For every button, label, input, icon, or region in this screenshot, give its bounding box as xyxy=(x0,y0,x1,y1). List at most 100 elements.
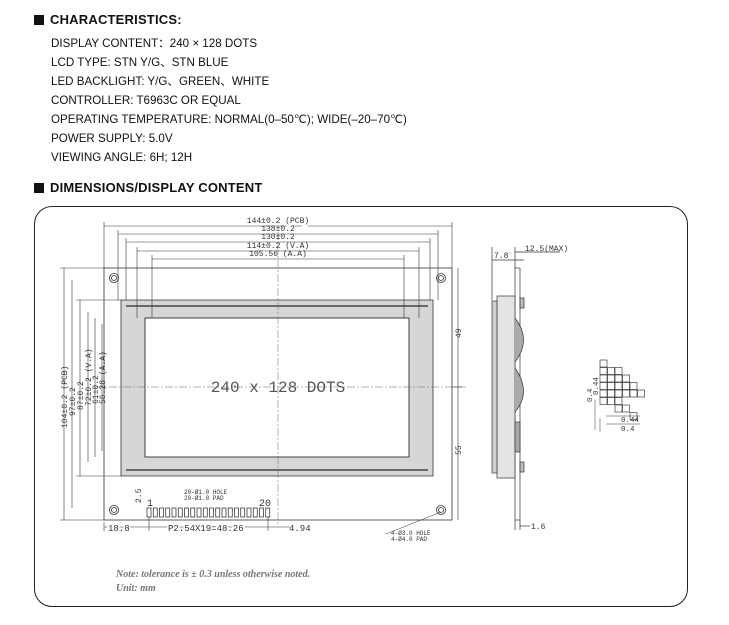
connector-pin xyxy=(165,507,171,518)
connector-pin xyxy=(190,507,196,518)
connector-pin xyxy=(221,507,227,518)
spec-operating-temperature: OPERATING TEMPERATURE: NORMAL(0–50℃); WI… xyxy=(51,113,407,126)
spec-led-backlight: LED BACKLIGHT: Y/G、GREEN、WHITE xyxy=(51,75,270,88)
dim-12-5-max: 12.5(MAX) xyxy=(525,245,568,254)
connector-pin xyxy=(259,507,264,518)
dim-61: 61±0.2 xyxy=(92,375,101,404)
pixel-dot xyxy=(614,397,623,405)
characteristics-title: CHARACTERISTICS: xyxy=(50,12,182,27)
characteristics-list: DISPLAY CONTENT：240 × 128 DOTS LCD TYPE:… xyxy=(51,34,407,167)
pixel-dot xyxy=(599,382,608,390)
spec-controller: CONTROLLER: T6963C OR EQUAL xyxy=(51,94,241,107)
pin-hole-note-2: 20-Ø1.8 PAD xyxy=(184,495,224,502)
spec-lcd-type: LCD TYPE: STN Y/G、STN BLUE xyxy=(51,56,229,69)
pixel-dot xyxy=(614,382,623,390)
spec-viewing-angle: VIEWING ANGLE: 6H; 12H xyxy=(51,151,193,164)
dim-18-8: 18.8 xyxy=(108,524,130,534)
mount-note-1: 4-Ø3.0 HOLE xyxy=(391,530,431,537)
side-view xyxy=(491,247,560,530)
dot-detail xyxy=(599,359,645,420)
connector-pin xyxy=(202,507,208,518)
pixel-dot xyxy=(607,397,615,405)
connector-pin xyxy=(240,507,246,518)
connector-pin xyxy=(209,507,214,518)
connector-pin xyxy=(215,507,221,518)
pixel-dot xyxy=(622,389,630,398)
pin-hole-note-1: 20-Ø1.0 HOLE xyxy=(184,489,228,496)
square-bullet-icon xyxy=(34,14,44,25)
right-dimension-lines xyxy=(452,268,462,520)
connector-pin xyxy=(252,507,258,518)
dim-97: 97±0.2 xyxy=(69,387,78,416)
spec-display-content: DISPLAY CONTENT：240 × 128 DOTS xyxy=(51,37,258,50)
connector-pin xyxy=(159,507,164,518)
dim-pitch: P2.54X19=48.26 xyxy=(168,524,244,534)
tolerance-note: Note: tolerance is ± 0.3 unless otherwis… xyxy=(116,568,310,596)
left-dimension-lines xyxy=(60,267,121,521)
active-area xyxy=(144,317,410,458)
pin-1-label: 1 xyxy=(147,499,153,510)
pixel-dot xyxy=(637,389,645,398)
top-dimension-labels: 144±0.2 (PCB) 144±0.2 (PCB) 138±0.2 130±… xyxy=(245,215,311,259)
dim-130: 130±0.2 xyxy=(261,233,295,242)
dim-1-6: 1.6 xyxy=(531,523,546,532)
dim-pcb-width: 144±0.2 (PCB) xyxy=(247,217,309,226)
dot-dim-0-4-h: 0.4 xyxy=(621,426,635,434)
dim-7-8: 7.8 xyxy=(494,252,509,261)
connector-pin xyxy=(246,507,252,518)
bottom-dimension-lines xyxy=(103,517,290,531)
pixel-dot xyxy=(599,389,608,398)
pixel-dot xyxy=(607,374,615,383)
pixel-dot xyxy=(599,374,608,383)
svg-text:144±0.2 (PCB): 144±0.2 (PCB) xyxy=(247,217,309,226)
dim-pcb-height: 104±0.2 (PCB) xyxy=(61,366,70,428)
mount-note-2: 4-Ø4.0 PAD xyxy=(391,536,427,543)
dim-va-height: 72±0.2 (V.A) xyxy=(85,348,94,406)
dim-55: 55 xyxy=(455,445,464,455)
pixel-dot xyxy=(614,389,623,398)
left-dimension-labels: 104±0.2 (PCB) 97±0.2 87±0.2 72±0.2 (V.A)… xyxy=(61,348,108,428)
dot-dim-0-4-v: 0.4 xyxy=(587,388,595,402)
pixel-dot xyxy=(607,382,615,390)
svg-text:18.8: 18.8 xyxy=(108,524,130,534)
dim-pin-offset: 2.5 xyxy=(135,488,144,503)
pixel-dot xyxy=(622,404,630,413)
dim-aa-width: 105.56 (A.A) xyxy=(249,250,307,259)
connector-pins xyxy=(146,507,271,518)
connector-pin xyxy=(171,507,177,518)
characteristics-heading: CHARACTERISTICS: xyxy=(34,12,182,27)
pixel-dot xyxy=(599,359,608,368)
pin-20-label: 20 xyxy=(259,499,271,510)
dot-dim-0-44-v: 0.44 xyxy=(593,376,601,395)
spec-power-supply: POWER SUPPLY: 5.0V xyxy=(51,132,173,145)
dim-138: 138±0.2 xyxy=(261,225,295,234)
dimensions-heading: DIMENSIONS/DISPLAY CONTENT xyxy=(34,180,263,195)
mount-holes xyxy=(109,273,446,515)
connector-pin xyxy=(184,507,189,518)
center-lines xyxy=(95,232,466,525)
connector-pin xyxy=(234,507,239,518)
pixel-dot xyxy=(622,374,630,383)
connector-pin xyxy=(177,507,183,518)
pixel-dot xyxy=(614,404,623,413)
dot-dim-0-44-h: 0.44 xyxy=(621,417,640,425)
pixel-dot xyxy=(629,389,638,398)
display-content-label: 240 x 128 DOTS xyxy=(211,379,345,397)
pixel-dot xyxy=(614,367,623,375)
dim-va-width: 114±0.2 (V.A) xyxy=(247,242,309,251)
dim-49: 49 xyxy=(455,328,464,338)
pixel-dot xyxy=(622,382,630,390)
pixel-dot xyxy=(599,397,608,405)
pixel-dot xyxy=(599,367,608,375)
square-bullet-icon xyxy=(34,182,44,193)
bezel-strips xyxy=(126,305,428,471)
connector-pin xyxy=(196,507,202,518)
connector-pin xyxy=(152,507,158,518)
dim-87: 87±0.2 xyxy=(77,381,86,410)
drawing-frame xyxy=(34,206,688,607)
dim-aa-height: 56.28 (A.A) xyxy=(99,351,108,404)
top-dimension-lines xyxy=(103,222,453,318)
pixel-dot xyxy=(614,374,623,383)
dot-detail-dims xyxy=(594,400,640,432)
pixel-dot xyxy=(607,367,615,375)
